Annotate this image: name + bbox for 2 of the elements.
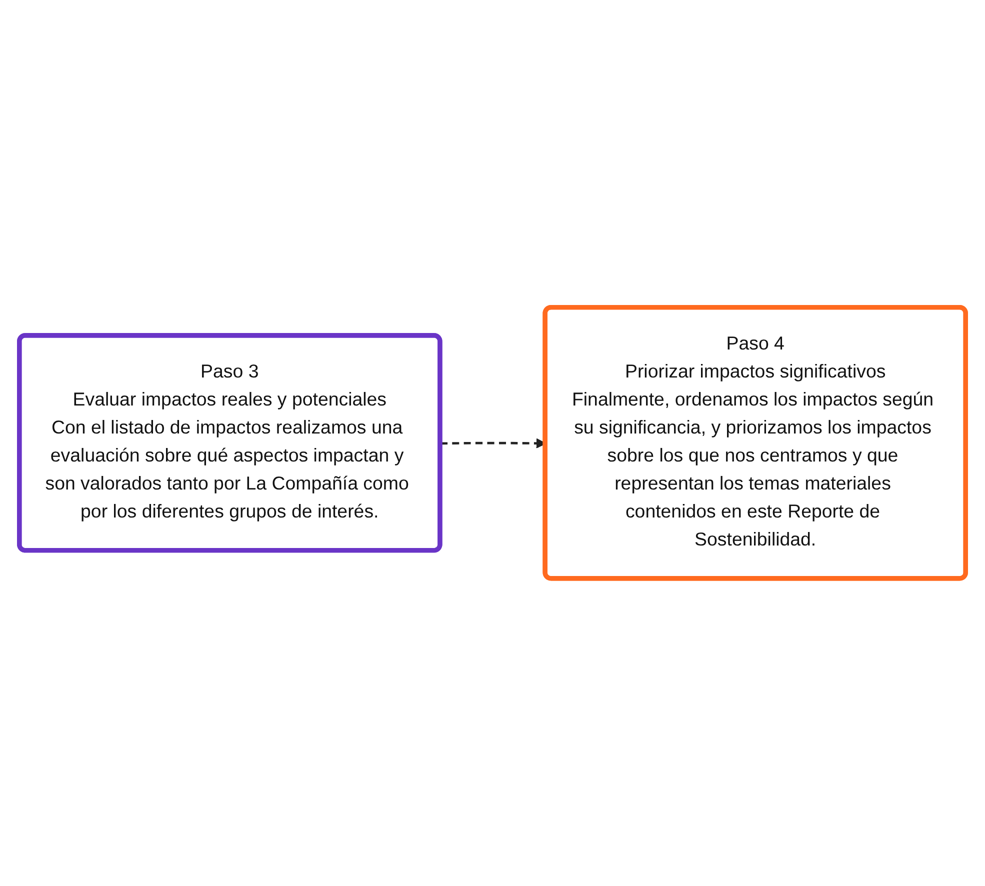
step-card: Paso 3 Evaluar impactos reales y potenciales Con el listado de impactos realizamos una evaluación sobre qué aspectos impactan y son valorados tanto por La Compañía como por los diferentes grupos de interés. — [17, 333, 442, 553]
step-card: Paso 4 Priorizar impactos significativos Finalmente, ordenamos los impactos según su significancia, y priorizamos los impactos sobre los que nos centramos y que representan los temas materiales contenidos en este Reporte de Sostenibilidad. — [542, 305, 968, 581]
